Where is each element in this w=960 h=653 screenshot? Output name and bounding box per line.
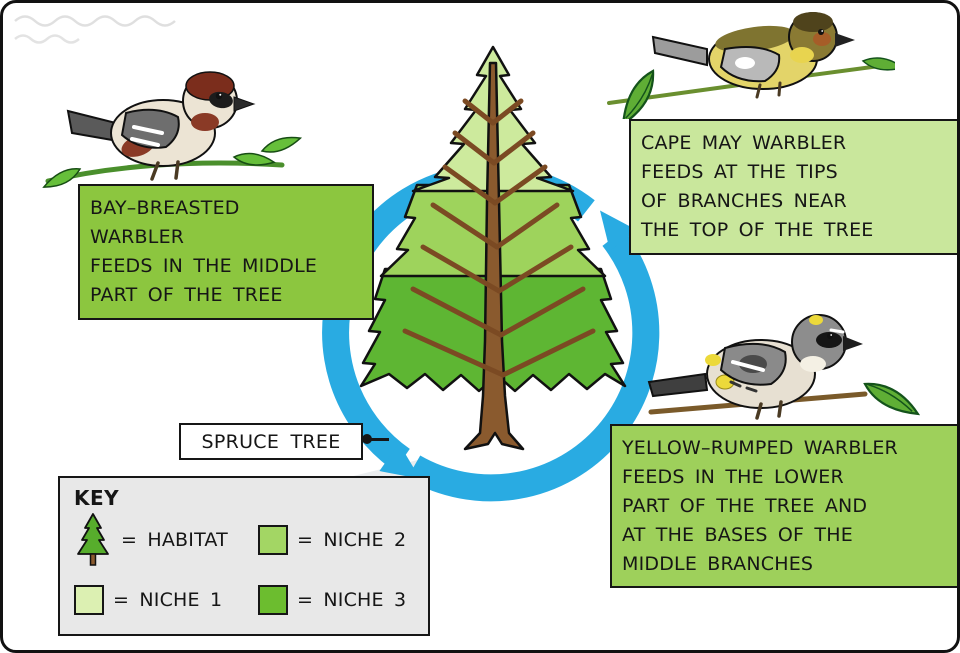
label-line: PART OF THE TREE	[90, 283, 283, 306]
label-line: FEEDS IN THE MIDDLE	[90, 254, 318, 277]
label-line: THE TOP OF THE TREE	[641, 218, 874, 241]
label-line: FEEDS IN THE LOWER	[622, 465, 844, 488]
niche3-swatch	[258, 585, 288, 615]
label-line: AT THE BASES OF THE	[622, 523, 853, 546]
cape-may-warbler-label-box: CAPE MAY WARBLER FEEDS AT THE TIPS OF BR…	[629, 119, 957, 255]
cycle-arrowhead-bottom-left	[379, 443, 421, 479]
key-item-label: = NICHE 2	[297, 529, 407, 551]
key-item-niche3: = NICHE 3	[258, 585, 406, 615]
label-line: PART OF THE TREE AND	[622, 494, 868, 517]
label-line: BAY–BREASTED	[90, 197, 240, 219]
label-connector-line	[361, 438, 389, 441]
key-item-label: = NICHE 1	[113, 589, 223, 611]
cycle-arc-right	[406, 229, 660, 502]
leaf-icon	[621, 69, 655, 119]
tree-branches	[402, 98, 596, 378]
yellow-rumped-warbler-illustration	[647, 314, 921, 420]
niche2-swatch	[258, 525, 288, 555]
leaf-icon	[232, 152, 276, 166]
yellow-rumped-warbler-label-box: YELLOW–RUMPED WARBLER FEEDS IN THE LOWER…	[610, 424, 957, 589]
spruce-tree-illustration	[359, 45, 627, 451]
spruce-tree-label: SPRUCE TREE	[179, 423, 363, 460]
label-line: FEEDS AT THE TIPS	[641, 160, 838, 183]
label-line: WARBLER	[90, 225, 185, 248]
key-panel: KEY = HABITAT = NICHE 2 = NICHE 1 = NICH…	[58, 476, 430, 636]
label-line: CAPE MAY WARBLER	[641, 132, 847, 154]
label-connector-dot	[362, 434, 372, 444]
key-item-habitat: = HABITAT	[74, 512, 228, 568]
key-item-label: = NICHE 3	[297, 589, 407, 611]
bay-breasted-warbler-label-box: BAY–BREASTED WARBLER FEEDS IN THE MIDDLE…	[78, 184, 374, 320]
faint-sketch-marks	[14, 15, 176, 44]
leaf-icon	[863, 382, 921, 416]
leaf-icon	[861, 57, 895, 71]
cape-may-warbler-illustration	[607, 12, 895, 119]
leaf-icon	[42, 168, 82, 188]
label-line: OF BRANCHES NEAR	[641, 189, 847, 212]
bay-breasted-warbler-illustration	[42, 71, 303, 188]
spruce-tree-icon	[77, 513, 109, 566]
cycle-arrowhead-top-right	[599, 210, 637, 251]
leaf-icon	[260, 136, 303, 153]
key-title: KEY	[74, 486, 120, 510]
key-item-niche2: = NICHE 2	[258, 525, 406, 555]
key-item-label: = HABITAT	[121, 529, 228, 551]
label-line: YELLOW–RUMPED WARBLER	[622, 437, 898, 459]
key-item-niche1: = NICHE 1	[74, 585, 222, 615]
label-line: MIDDLE BRANCHES	[622, 552, 814, 575]
niche1-swatch	[74, 585, 104, 615]
